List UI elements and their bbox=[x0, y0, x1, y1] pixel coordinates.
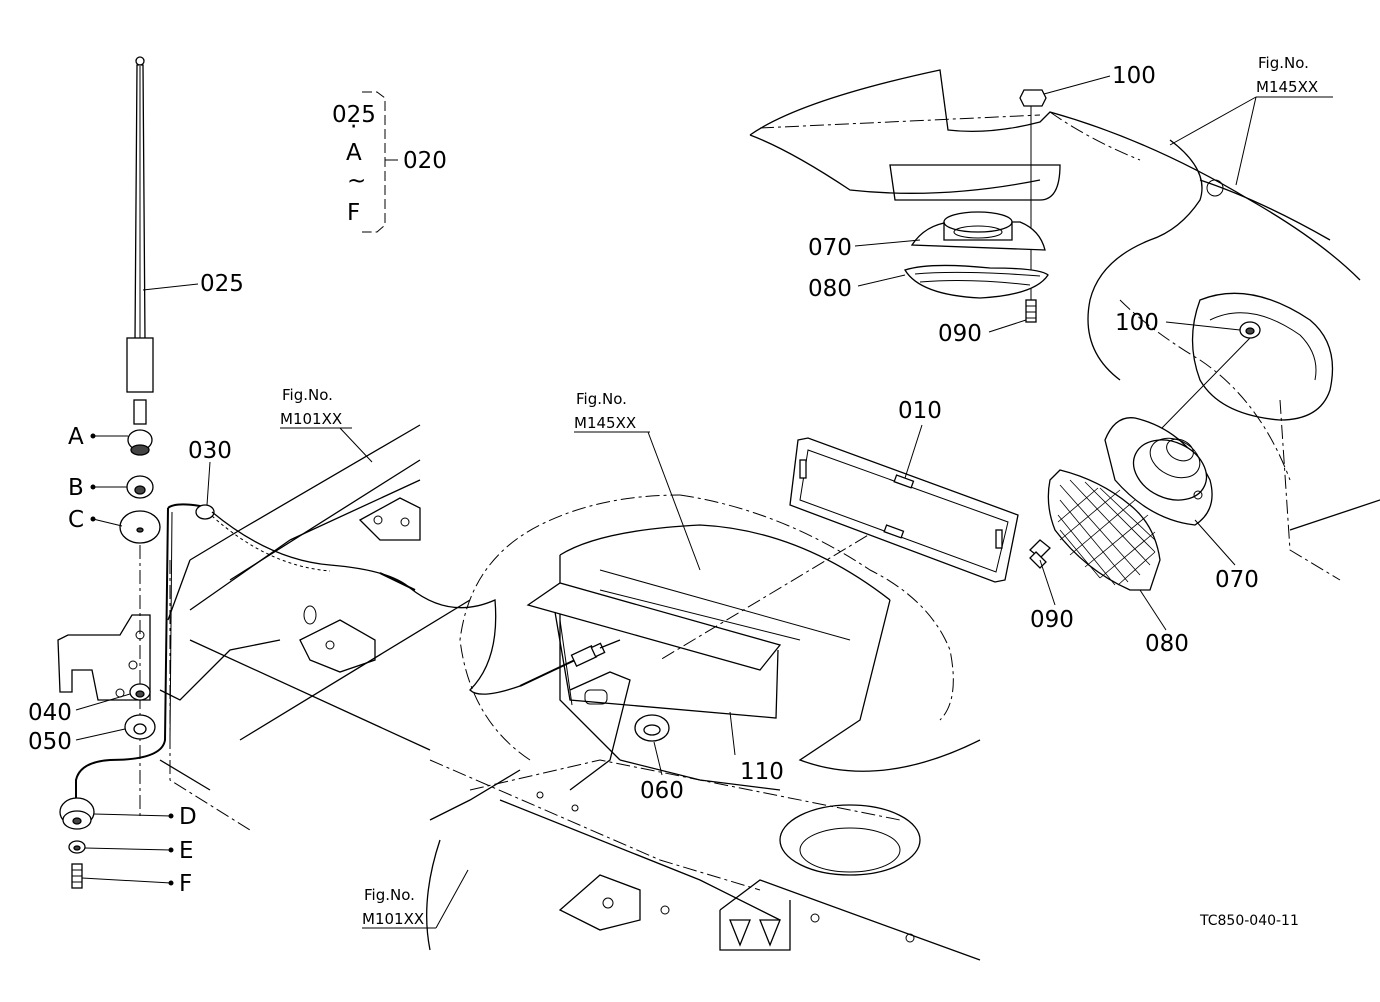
speaker-area bbox=[749, 69, 1380, 591]
label-030: 030 bbox=[188, 438, 232, 464]
label-050: 050 bbox=[28, 729, 72, 755]
label-010: 010 bbox=[898, 398, 942, 424]
label-f: F bbox=[179, 871, 192, 897]
bracket-tilde: ~ bbox=[347, 168, 366, 194]
label-100-mid: 100 bbox=[1115, 310, 1159, 336]
label-090-right: 090 bbox=[1030, 607, 1074, 633]
label-090-top: 090 bbox=[938, 321, 982, 347]
fig-ref-top-right-line1: Fig.No. bbox=[1258, 54, 1309, 72]
label-025: 025 bbox=[200, 271, 244, 297]
label-070-right: 070 bbox=[1215, 567, 1259, 593]
bracket-f-label: F bbox=[347, 200, 360, 226]
label-e: E bbox=[179, 838, 194, 864]
label-b: B bbox=[68, 475, 84, 501]
label-110: 110 bbox=[740, 759, 784, 785]
bracket-a-label: A bbox=[346, 140, 362, 166]
fig-ref-center-line1: Fig.No. bbox=[576, 390, 627, 408]
fig-ref-mid-left-line1: Fig.No. bbox=[282, 386, 333, 404]
bracket-dot: · bbox=[350, 114, 357, 140]
fig-ref-bottom-line1: Fig.No. bbox=[364, 886, 415, 904]
leader-lines bbox=[75, 75, 1257, 929]
label-d: D bbox=[179, 804, 197, 830]
antenna-assembly bbox=[57, 56, 215, 889]
label-a: A bbox=[68, 424, 84, 450]
label-100-top: 100 bbox=[1112, 63, 1156, 89]
label-020: 020 bbox=[403, 148, 447, 174]
fig-ref-mid-left-line2: M101XX bbox=[280, 410, 342, 428]
label-040: 040 bbox=[28, 700, 72, 726]
label-070-top: 070 bbox=[808, 235, 852, 261]
body-frame bbox=[159, 424, 981, 961]
label-080-top: 080 bbox=[808, 276, 852, 302]
fig-ref-center-line2: M145XX bbox=[574, 414, 636, 432]
fig-ref-top-right-line2: M145XX bbox=[1256, 78, 1318, 96]
label-080-right: 080 bbox=[1145, 631, 1189, 657]
label-060: 060 bbox=[640, 778, 684, 804]
diagram-code: TC850-040-11 bbox=[1199, 913, 1299, 929]
labels: 025 030 040 050 060 110 010 070 080 090 … bbox=[28, 54, 1333, 929]
label-c: C bbox=[68, 507, 84, 533]
bracket-top-label: 025 bbox=[332, 102, 376, 128]
fig-ref-bottom-line2: M101XX bbox=[362, 910, 424, 928]
